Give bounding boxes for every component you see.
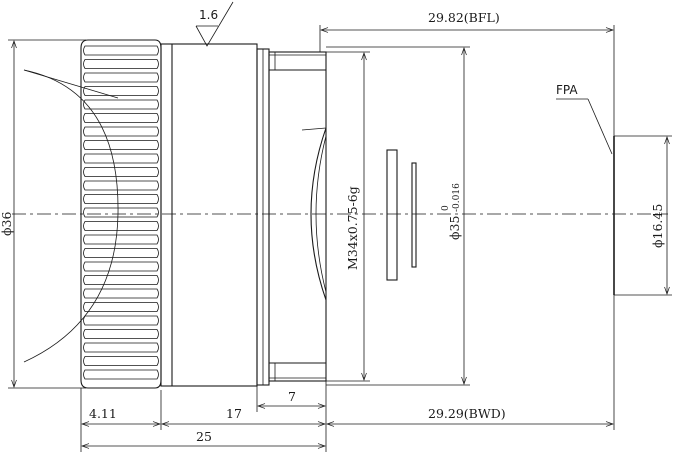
len-knurl-label: 4.11 (89, 406, 117, 421)
knurl-ridges (83, 45, 159, 380)
thread-label: M34x0.75-6g (345, 186, 360, 270)
len-body-label: 17 (226, 406, 242, 421)
knurl-ridge (83, 180, 159, 191)
knurl-ridge (83, 288, 159, 299)
knurl-ridge (83, 126, 159, 137)
knurl-ridge (83, 207, 159, 218)
knurl-ridge (83, 45, 159, 56)
knurl-ridge (83, 99, 159, 110)
thread-mount (268, 51, 327, 382)
dia-outer-label: ϕ36 (0, 212, 14, 236)
len-thread-label: 7 (288, 389, 296, 404)
knurl-ridge (83, 167, 159, 177)
knurl-ridge (83, 194, 159, 204)
dim-bfl: 29.82(BFL) (319, 10, 615, 136)
surface-finish-symbol: 1.6 (195, 1, 234, 47)
bwd-label: 29.29(BWD) (428, 406, 506, 421)
knurl-ridge (83, 302, 159, 312)
knurl-ridge (83, 140, 159, 150)
knurled-ring (80, 39, 162, 389)
dim-thread: M34x0.75-6g (326, 51, 370, 382)
sensor-window (411, 162, 417, 268)
knurl-ridge (83, 356, 159, 366)
knurl-ridge (83, 113, 159, 123)
knurl-ridge (83, 248, 159, 258)
knurl-ridge (83, 329, 159, 339)
cover-glass (386, 149, 398, 281)
len-total-label: 25 (196, 429, 212, 444)
fpa-callout: FPA (556, 83, 613, 155)
knurl-ridge (83, 275, 159, 285)
rear-lens-element (301, 127, 327, 301)
dim-bottom: 4.11 17 7 25 29.29(BWD) (80, 295, 615, 452)
knurl-ridge (83, 315, 159, 326)
knurl-ridge (83, 342, 159, 353)
knurl-ridge (83, 261, 159, 272)
knurl-ridge (83, 234, 159, 245)
front-lens-phantom (23, 69, 119, 363)
lens-barrel (160, 43, 270, 387)
dia-mount-tol-upper: 0 (441, 205, 451, 211)
knurl-ridge (83, 221, 159, 231)
dim-dia-image: ϕ16.45 (614, 135, 672, 296)
dia-mount-tol-lower: -0.016 (452, 183, 462, 212)
dia-image-label: ϕ16.45 (650, 204, 665, 248)
knurl-ridge (83, 72, 159, 83)
dim-dia-outer: ϕ36 (0, 39, 86, 389)
dim-dia-mount: ϕ35 0 -0.016 (326, 46, 470, 386)
surface-finish-value: 1.6 (199, 8, 218, 22)
knurl-ridge (83, 153, 159, 164)
dia-mount-label: ϕ35 (447, 216, 462, 240)
knurl-ridge (83, 86, 159, 96)
bfl-label: 29.82(BFL) (428, 10, 500, 25)
knurl-ridge (83, 369, 159, 380)
knurl-ridge (83, 59, 159, 69)
fpa-label: FPA (556, 83, 578, 97)
